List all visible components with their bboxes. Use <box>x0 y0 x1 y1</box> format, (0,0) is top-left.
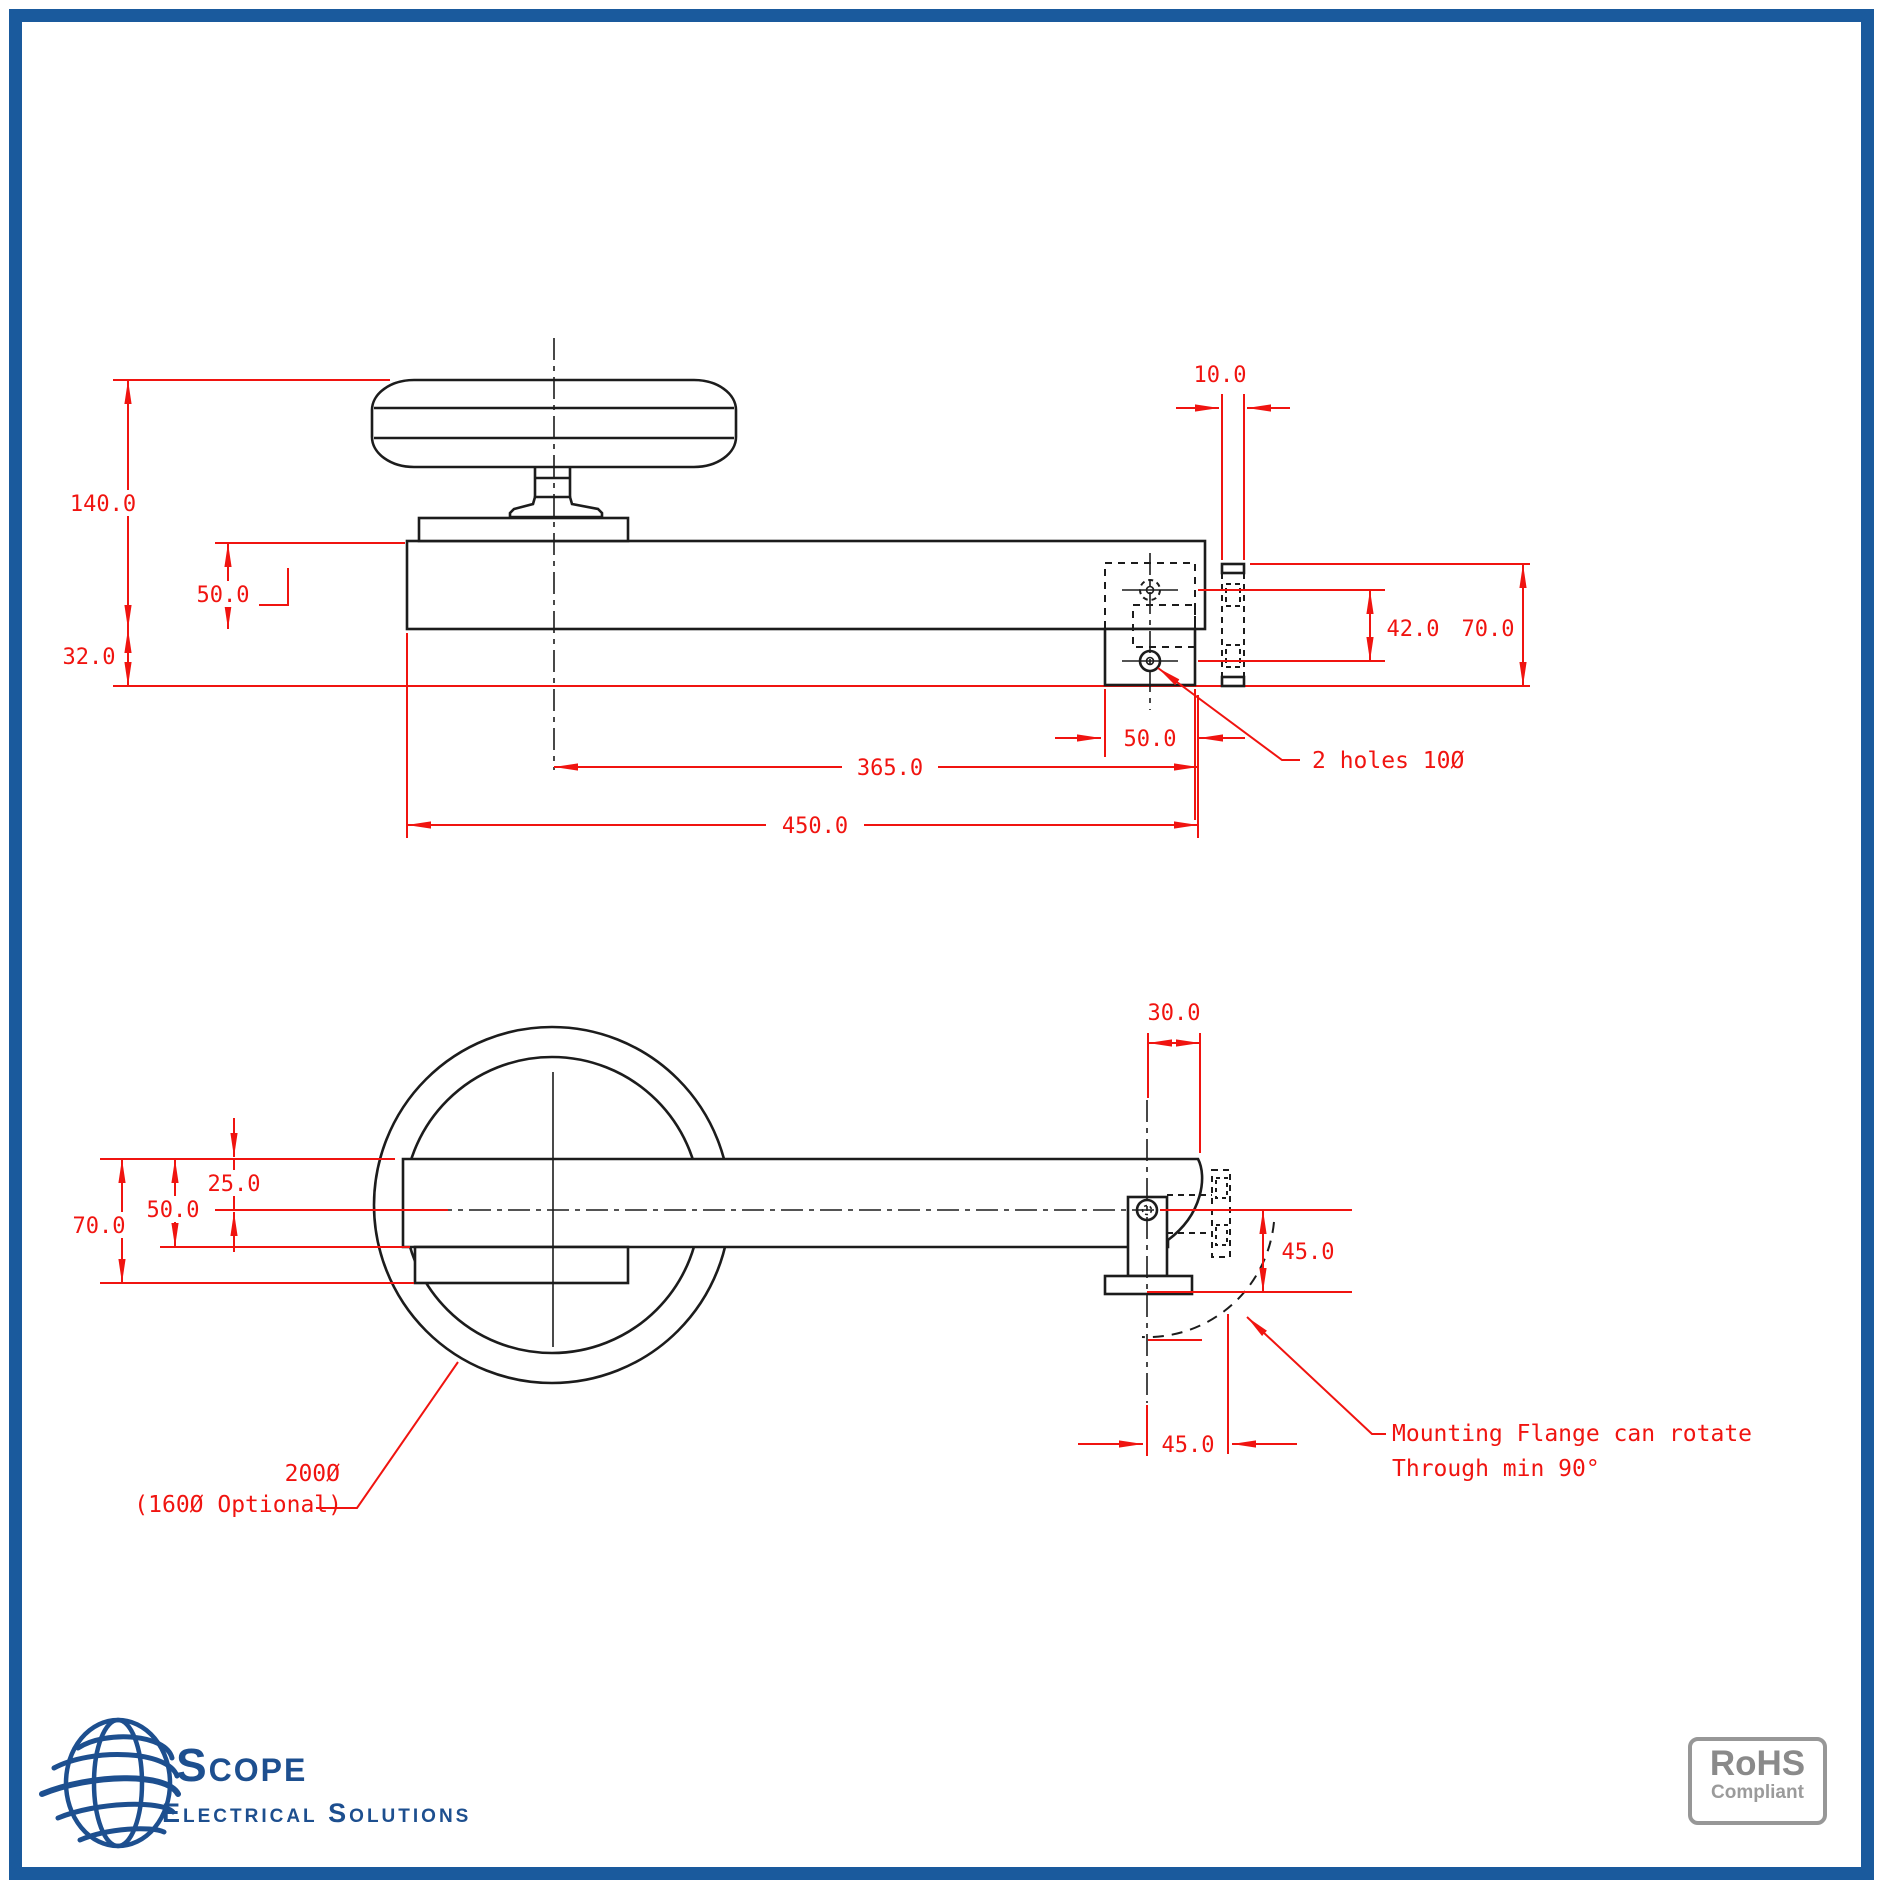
dim-25-label: 25.0 <box>208 1172 261 1197</box>
hidden-flange-plan <box>1167 1169 1231 1258</box>
dim-10-label: 10.0 <box>1194 363 1247 388</box>
dim-450-label: 450.0 <box>782 814 848 839</box>
company-name: Scope <box>176 1739 308 1791</box>
dim-50-arm-label: 50.0 <box>197 583 250 608</box>
datum-symbol <box>259 568 289 606</box>
globe-icon <box>39 1717 181 1849</box>
rotation-arc <box>1141 1221 1275 1339</box>
wheel-dia-line2: (160Ø Optional) <box>134 1492 342 1518</box>
rotate-note-line2: Through min 90° <box>1392 1456 1600 1482</box>
top-view-linework <box>370 338 1246 770</box>
dim-70-plan-label: 70.0 <box>73 1214 126 1239</box>
holes-leader <box>1157 667 1300 761</box>
rohs-title: RoHS <box>1709 1744 1806 1783</box>
stem-plate <box>417 516 630 543</box>
dim-32-label: 32.0 <box>63 645 116 670</box>
dim-45-bottom-label: 45.0 <box>1162 1433 1215 1458</box>
stem-flare <box>508 495 604 519</box>
dim-50-plan-label: 50.0 <box>147 1198 200 1223</box>
arm-side-outline <box>405 539 1207 631</box>
plan-view-linework <box>372 1025 1275 1403</box>
rohs-subtitle: Compliant <box>1711 1781 1804 1803</box>
dim-140-label: 140.0 <box>70 492 136 517</box>
rohs-badge: RoHS Compliant <box>1688 1737 1827 1825</box>
company-tagline: Electrical Solutions <box>162 1798 472 1828</box>
arm-plan-outline <box>401 1157 1204 1249</box>
rotate-leader <box>1246 1316 1386 1435</box>
wheel-dia-line1: 200Ø <box>285 1461 341 1487</box>
flange-foot <box>1103 1274 1194 1296</box>
top-view-dimensions: 140.0 50.0 32.0 10.0 42.0 70.0 50.0 <box>56 363 1530 839</box>
flange-hidden-slot <box>1132 604 1196 648</box>
wheel-dia-leader <box>316 1361 459 1509</box>
dim-45-right-label: 45.0 <box>1282 1240 1335 1265</box>
plan-view-dimensions: 70.0 50.0 25.0 30.0 45.0 <box>64 1001 1752 1518</box>
dim-30-label: 30.0 <box>1148 1001 1201 1026</box>
plate-plan <box>413 1245 630 1285</box>
rotate-note-line1: Mounting Flange can rotate <box>1392 1421 1752 1447</box>
dim-365-label: 365.0 <box>857 756 923 781</box>
dim-70-label: 70.0 <box>1462 617 1515 642</box>
dim-50-flange-label: 50.0 <box>1124 727 1177 752</box>
holes-note-label: 2 holes 10Ø <box>1312 748 1464 774</box>
dim-42-label: 42.0 <box>1387 617 1440 642</box>
mounting-plate-edge <box>1220 562 1246 688</box>
